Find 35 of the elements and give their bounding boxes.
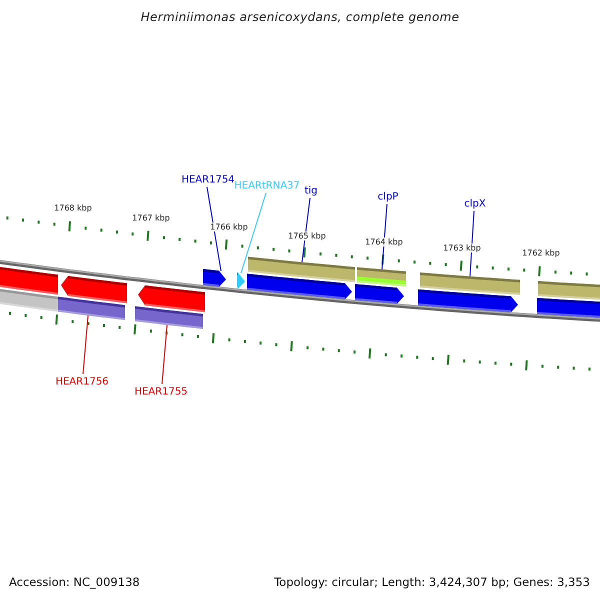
gene-bar: [248, 256, 355, 282]
gene-label: tig: [304, 186, 318, 196]
gene-bar: [420, 272, 520, 295]
gene-label: clpP: [378, 192, 398, 202]
leader-line: [82, 315, 88, 374]
gene-feature: [203, 269, 226, 287]
diagram-title: Herminiimonas arsenicoxydans, complete genome: [140, 10, 460, 24]
leader-line: [240, 192, 266, 274]
gene-bar: [0, 266, 58, 295]
gene-feature: [138, 285, 205, 312]
scale-label: 1767 kbp: [131, 214, 171, 222]
leader-line: [470, 210, 474, 277]
leader-line: [162, 324, 168, 384]
leader-line: [206, 186, 222, 272]
scale-label: 1765 kbp: [287, 232, 327, 240]
genome-info: Topology: circular; Length: 3,424,307 bp; Genes: 3,353: [274, 575, 590, 589]
gene-label: HEARtRNA37: [234, 180, 300, 192]
gene-feature: [355, 284, 404, 304]
gene-label: HEAR1754: [181, 174, 235, 186]
scale-label: 1766 kbp: [209, 222, 249, 232]
leader-line: [382, 204, 388, 270]
gene-feature: [61, 276, 127, 304]
gene-feature: [237, 272, 245, 289]
gene-bar: [538, 281, 600, 300]
scale-label: 1768 kbp: [53, 204, 93, 212]
gene-label: HEAR1755: [134, 386, 188, 398]
gene-bar: [357, 267, 406, 286]
gene-label: HEAR1756: [55, 376, 109, 388]
gene-bar: [537, 298, 600, 318]
scale-label: 1764 kbp: [364, 238, 404, 246]
scale-label: 1763 kbp: [442, 244, 482, 252]
gene-bar: [0, 288, 58, 312]
gene-label: clpX: [464, 198, 486, 210]
scale-label: 1762 kbp: [521, 248, 561, 258]
genome-info: Accession: NC_009138: [9, 575, 140, 589]
